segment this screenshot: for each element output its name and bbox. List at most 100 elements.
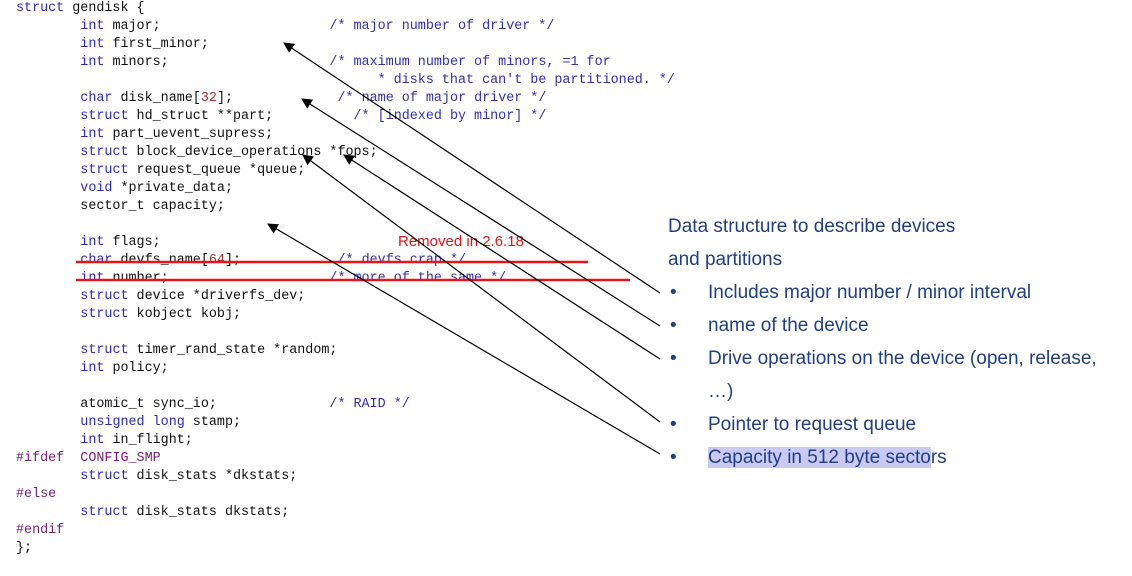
- code-token: disk_name[: [112, 91, 201, 106]
- bullet-text: name of the device: [708, 315, 869, 336]
- code-token: /* maximum number of minors, =1 for: [329, 55, 611, 70]
- code-token: [16, 361, 80, 376]
- bullet-dot: •: [670, 348, 677, 369]
- code-token: [16, 253, 80, 268]
- code-line: };: [16, 540, 675, 558]
- code-token: device *driverfs_dev;: [128, 289, 306, 304]
- code-line: char devfs_name[64]; /* devfs crap */: [16, 252, 675, 270]
- code-line: #endif: [16, 522, 675, 540]
- code-token: char: [80, 253, 113, 268]
- code-token: int: [80, 19, 105, 34]
- code-line: int number; /* more of the same */: [16, 270, 675, 288]
- code-token: struct: [80, 163, 129, 178]
- code-token: block_device_operations *fops;: [128, 145, 378, 160]
- code-token: [16, 19, 80, 34]
- bullet-text: Drive operations on the device (open, re…: [708, 348, 1097, 402]
- code-token: major;: [104, 19, 330, 34]
- code-token: [16, 271, 80, 286]
- code-token: ];: [216, 91, 338, 106]
- code-token: CONFIG_SMP: [80, 451, 161, 466]
- bullet-major-minor: • Includes major number / minor interval: [668, 276, 1108, 309]
- code-token: * disks that can't be partitioned. */: [369, 73, 675, 88]
- code-token: devfs_name[: [112, 253, 209, 268]
- code-token: #ifdef: [16, 451, 65, 466]
- code-token: [16, 343, 80, 358]
- code-line: void *private_data;: [16, 180, 675, 198]
- code-token: int: [80, 271, 105, 286]
- code-token: [16, 163, 80, 178]
- code-token: struct: [80, 145, 129, 160]
- code-token: 64: [208, 253, 225, 268]
- bullet-dot: •: [670, 315, 677, 336]
- bullet-text-highlighted: Capacity in 512 byte secto: [708, 447, 931, 468]
- code-line: int first_minor;: [16, 36, 675, 54]
- gendisk-struct-code: struct gendisk { int major; /* major num…: [16, 0, 675, 558]
- code-line: struct request_queue *queue;: [16, 162, 675, 180]
- code-token: policy;: [104, 361, 169, 376]
- code-token: int: [80, 235, 105, 250]
- code-token: /* RAID */: [329, 397, 410, 412]
- code-line: #else: [16, 486, 675, 504]
- code-token: int: [80, 37, 105, 52]
- code-token: [16, 433, 80, 448]
- code-token: struct: [80, 343, 129, 358]
- code-line: char disk_name[32]; /* name of major dri…: [16, 90, 675, 108]
- code-line: struct block_device_operations *fops;: [16, 144, 675, 162]
- code-token: disk_stats dkstats;: [128, 505, 290, 520]
- code-token: /* more of the same */: [329, 271, 507, 286]
- code-line: int policy;: [16, 360, 675, 378]
- explanation-panel: Data structure to describe devices and p…: [668, 210, 1108, 474]
- code-token: first_minor;: [104, 37, 209, 52]
- bullet-dot: •: [670, 447, 677, 468]
- code-token: *private_data;: [112, 181, 233, 196]
- code-token: struct: [80, 505, 129, 520]
- code-token: number;: [104, 271, 330, 286]
- code-token: hd_struct **part;: [128, 109, 354, 124]
- code-token: [16, 307, 80, 322]
- bullet-dot: •: [670, 282, 677, 303]
- code-token: /* [indexed by minor] */: [353, 109, 547, 124]
- code-token: gendisk {: [64, 1, 145, 16]
- code-token: minors;: [104, 55, 330, 70]
- code-line: [16, 216, 675, 234]
- code-token: [16, 415, 80, 430]
- code-token: [16, 181, 80, 196]
- code-token: void: [80, 181, 113, 196]
- code-token: #endif: [16, 523, 65, 538]
- code-token: int: [80, 361, 105, 376]
- code-token: part_uevent_supress;: [104, 127, 274, 142]
- code-line: struct hd_struct **part; /* [indexed by …: [16, 108, 675, 126]
- bullet-text-rest: rs: [930, 447, 947, 468]
- explanation-heading-line2: and partitions: [668, 249, 783, 270]
- code-line: atomic_t sync_io; /* RAID */: [16, 396, 675, 414]
- code-token: int: [80, 433, 105, 448]
- code-token: stamp;: [184, 415, 242, 430]
- bullet-device-name: • name of the device: [668, 309, 1108, 342]
- code-token: /* name of major driver */: [337, 91, 547, 106]
- code-token: };: [16, 541, 33, 556]
- code-token: [16, 235, 80, 250]
- code-token: int: [80, 127, 105, 142]
- code-line: int minors; /* maximum number of minors,…: [16, 54, 675, 72]
- code-token: timer_rand_state *random;: [128, 343, 338, 358]
- code-token: char: [80, 91, 113, 106]
- code-token: [16, 55, 80, 70]
- code-token: in_flight;: [104, 433, 193, 448]
- code-line: sector_t capacity;: [16, 198, 675, 216]
- code-line: struct disk_stats *dkstats;: [16, 468, 675, 486]
- code-token: int: [80, 55, 105, 70]
- code-line: struct gendisk {: [16, 0, 675, 18]
- code-token: struct: [80, 469, 129, 484]
- code-token: disk_stats *dkstats;: [128, 469, 298, 484]
- bullet-dot: •: [670, 414, 677, 435]
- code-token: struct: [80, 109, 129, 124]
- code-line: [16, 324, 675, 342]
- code-token: sector_t capacity;: [16, 199, 225, 214]
- code-token: #else: [16, 487, 57, 502]
- explanation-heading-line1: Data structure to describe devices: [668, 216, 956, 237]
- bullet-text: Pointer to request queue: [708, 414, 917, 435]
- code-token: atomic_t sync_io;: [16, 397, 330, 412]
- code-line: #ifdef CONFIG_SMP: [16, 450, 675, 468]
- code-line: unsigned long stamp;: [16, 414, 675, 432]
- code-token: /* major number of driver */: [329, 19, 555, 34]
